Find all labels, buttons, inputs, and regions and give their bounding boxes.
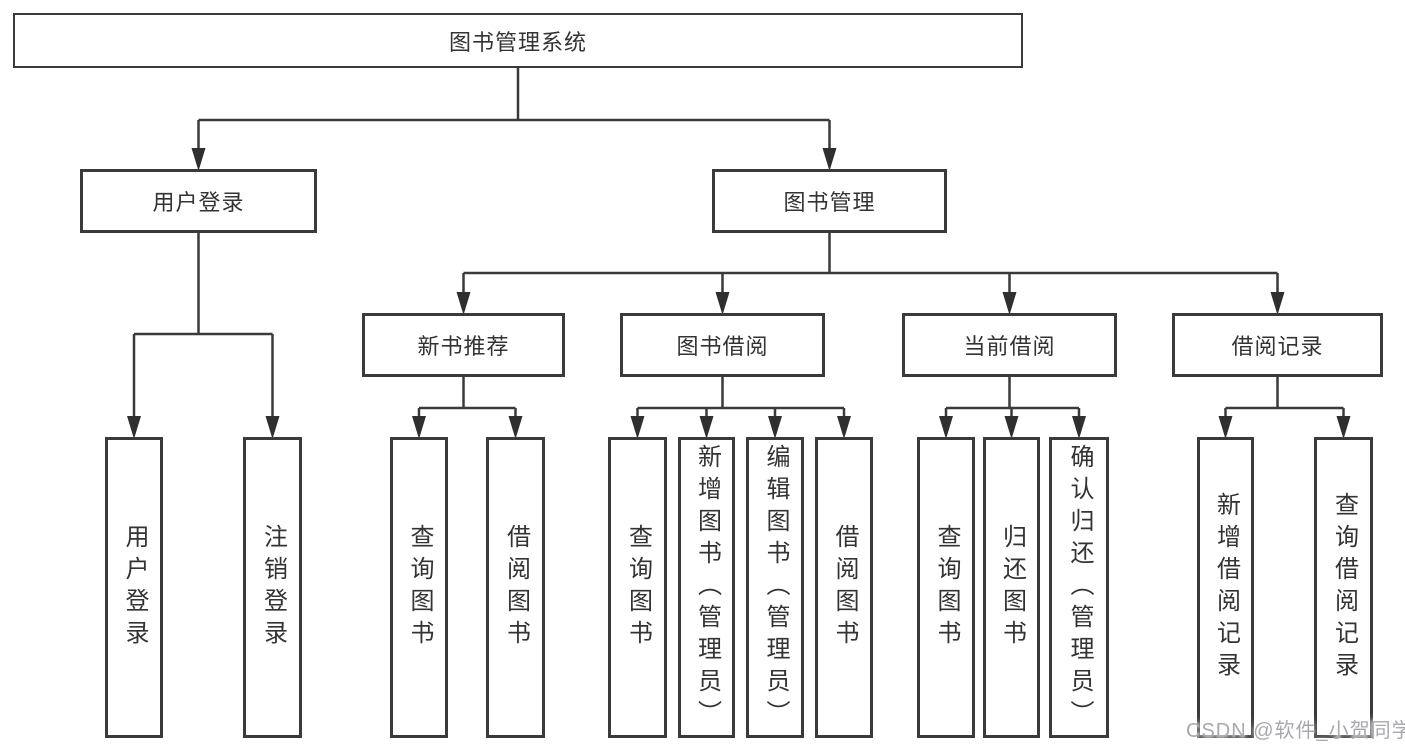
node-label: 查询借阅记录	[1330, 491, 1358, 684]
node-label: 归还图书	[998, 523, 1026, 652]
node-label: 借阅图书	[831, 523, 858, 652]
node-label: 查询图书	[933, 523, 960, 652]
connector-paths	[132, 68, 1345, 421]
leaf-return-book: 归还图书	[983, 437, 1040, 738]
node-label: 图书借阅	[676, 334, 769, 359]
node-user-login: 用户登录	[80, 169, 317, 233]
node-label: 查询图书	[624, 523, 652, 652]
leaf-query-book-2: 查询图书	[608, 437, 667, 738]
leaf-logout: 注销登录	[243, 437, 302, 738]
node-label: 新增图书（管理员）	[693, 443, 721, 732]
node-label: 图书管理系统	[448, 29, 587, 55]
node-label: 借阅图书	[502, 523, 530, 652]
node-library-management-system: 图书管理系统	[13, 13, 1023, 68]
node-label: 确认归还（管理员）	[1066, 443, 1093, 732]
csdn-watermark: CSDN @软件_小贺同学	[1186, 720, 1405, 742]
node-label: 查询图书	[406, 523, 433, 652]
leaf-user-login: 用户登录	[105, 437, 163, 738]
node-label: 用户登录	[152, 190, 245, 215]
leaf-add-book-admin: 新增图书（管理员）	[678, 437, 735, 738]
node-current-borrow: 当前借阅	[902, 313, 1117, 377]
node-label: 新书推荐	[417, 334, 510, 359]
node-label: 编辑图书（管理员）	[762, 443, 789, 732]
leaf-query-borrow-record: 查询借阅记录	[1314, 437, 1373, 738]
node-label: 新增借阅记录	[1212, 491, 1240, 684]
leaf-query-book-1: 查询图书	[390, 437, 448, 738]
arrowhead-icons	[127, 148, 1351, 439]
node-label: 当前借阅	[963, 334, 1056, 359]
leaf-query-book-3: 查询图书	[917, 437, 975, 738]
node-borrow-records: 借阅记录	[1172, 313, 1383, 377]
node-label: 借阅记录	[1231, 334, 1324, 359]
node-label: 用户登录	[121, 523, 148, 652]
node-new-book-recommend: 新书推荐	[362, 313, 565, 377]
node-label: 注销登录	[259, 523, 287, 652]
node-label: 图书管理	[783, 190, 876, 215]
leaf-edit-book-admin: 编辑图书（管理员）	[746, 437, 804, 738]
leaf-confirm-return-admin: 确认归还（管理员）	[1049, 437, 1109, 738]
leaf-borrow-book-2: 借阅图书	[815, 437, 873, 738]
node-book-management: 图书管理	[712, 169, 947, 233]
leaf-borrow-book-1: 借阅图书	[486, 437, 545, 738]
node-book-borrow: 图书借阅	[620, 313, 825, 377]
leaf-add-borrow-record: 新增借阅记录	[1197, 437, 1254, 738]
